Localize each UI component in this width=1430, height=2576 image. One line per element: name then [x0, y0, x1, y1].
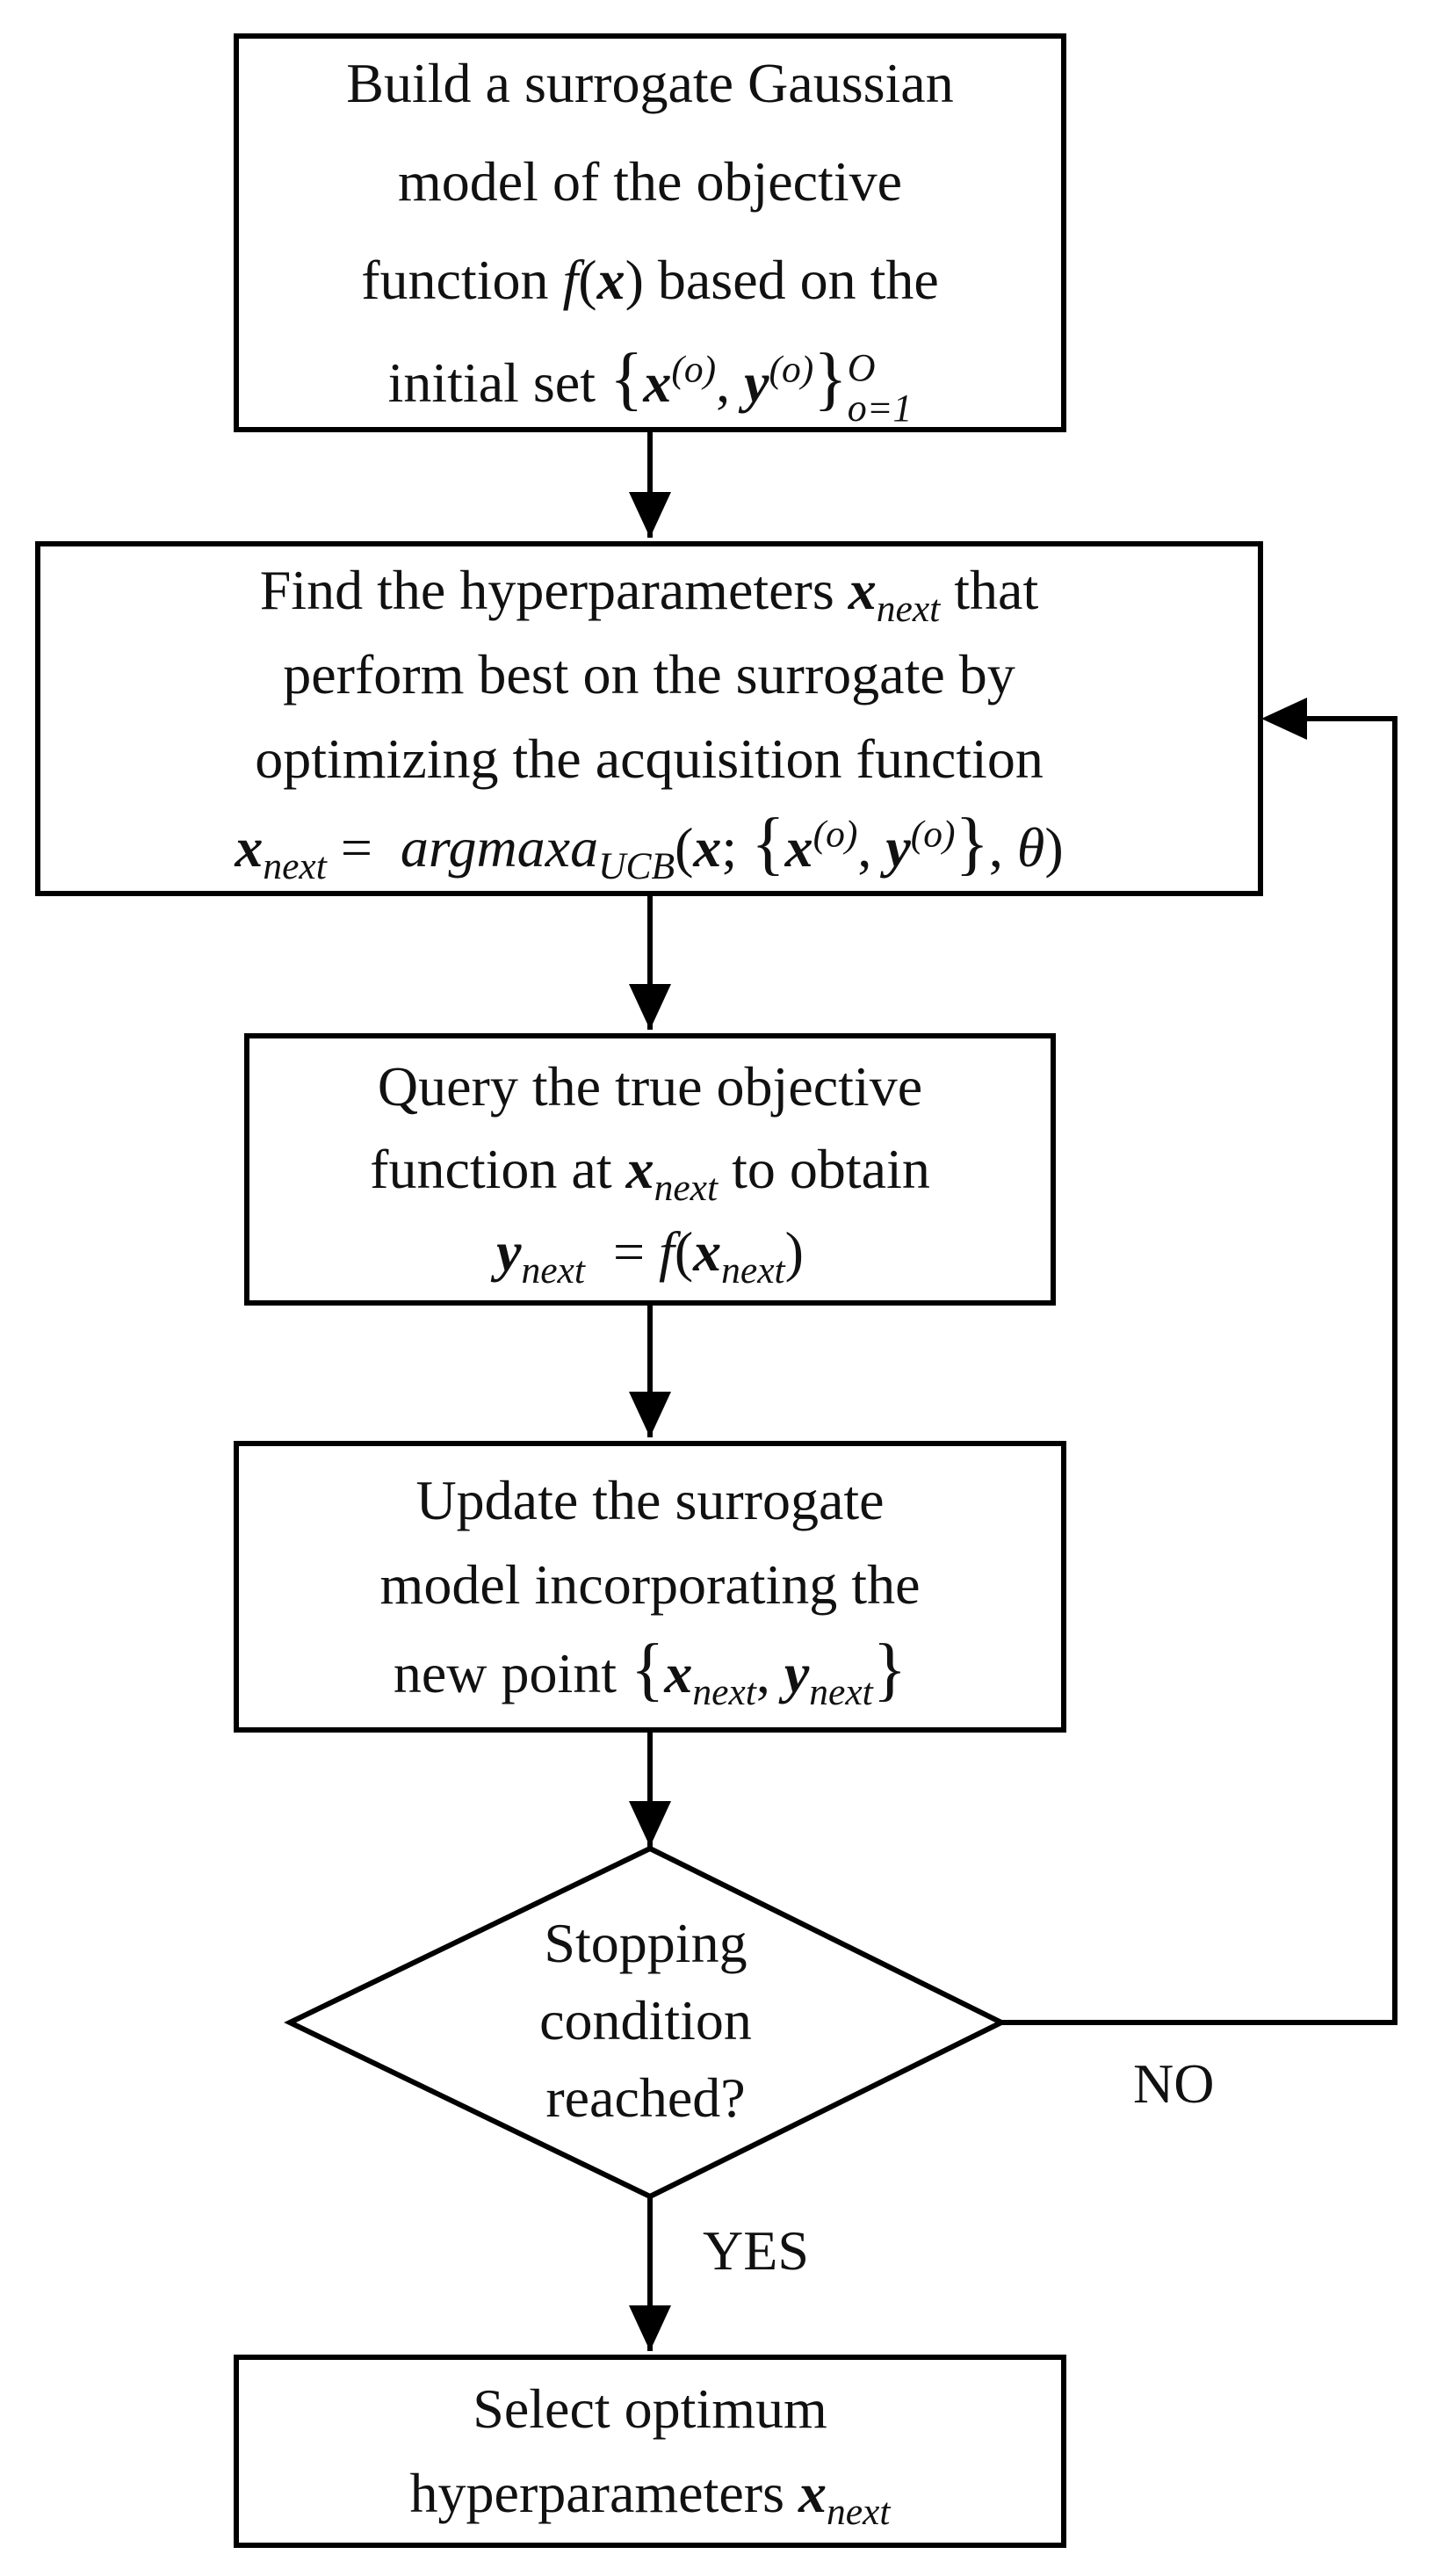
decision-line-2: condition — [539, 1989, 752, 2051]
find-line-1: Find the hyperparameters xnext that — [259, 558, 1039, 630]
decision-line-3: reached? — [545, 2066, 746, 2129]
decision-line-1: Stopping — [544, 1912, 748, 1974]
update-line-1: Update the surrogate — [415, 1468, 885, 1531]
find-equation: xnext = argmaxaUCB(x; {x(o), y(o)}, θ) — [235, 804, 1064, 887]
build-surrogate-box: Build a surrogate Gaussian model of the … — [234, 33, 1066, 432]
select-line-1: Select optimum — [473, 2377, 827, 2440]
arrowhead-no-loop — [1261, 698, 1307, 740]
stopping-condition-decision: Stopping condition reached? — [290, 1898, 1001, 2144]
find-hyperparameters-box: Find the hyperparameters xnext that perf… — [35, 541, 1263, 896]
arrowhead-update — [629, 1392, 671, 1437]
query-line-1: Query the true objective — [377, 1055, 923, 1118]
query-line-2: function at xnext to obtain — [370, 1138, 930, 1209]
query-objective-box: Query the true objective function at xne… — [244, 1033, 1056, 1306]
arrow-no-loop — [1001, 716, 1398, 2025]
arrowhead-select — [629, 2305, 671, 2351]
yes-label: YES — [703, 2219, 809, 2282]
query-equation: ynext = f(xnext) — [496, 1220, 804, 1292]
arrowhead-find — [629, 492, 671, 538]
find-line-3: optimizing the acquisition function — [255, 727, 1044, 790]
arrowhead-decision — [629, 1801, 671, 1847]
build-line-2: model of the objective — [397, 149, 903, 213]
find-line-2: perform best on the surrogate by — [283, 642, 1015, 706]
build-line-3: function f(x) based on the — [361, 248, 939, 311]
select-line-2: hyperparameters xnext — [409, 2462, 891, 2533]
select-optimum-box: Select optimum hyperparameters xnext — [234, 2355, 1066, 2548]
update-surrogate-box: Update the surrogate model incorporating… — [234, 1441, 1066, 1733]
update-line-3: new point {xnext, ynext} — [393, 1630, 907, 1713]
arrowhead-query — [629, 984, 671, 1030]
no-label: NO — [1133, 2052, 1215, 2115]
build-line-1: Build a surrogate Gaussian — [346, 51, 954, 114]
update-line-2: model incorporating the — [379, 1552, 921, 1616]
